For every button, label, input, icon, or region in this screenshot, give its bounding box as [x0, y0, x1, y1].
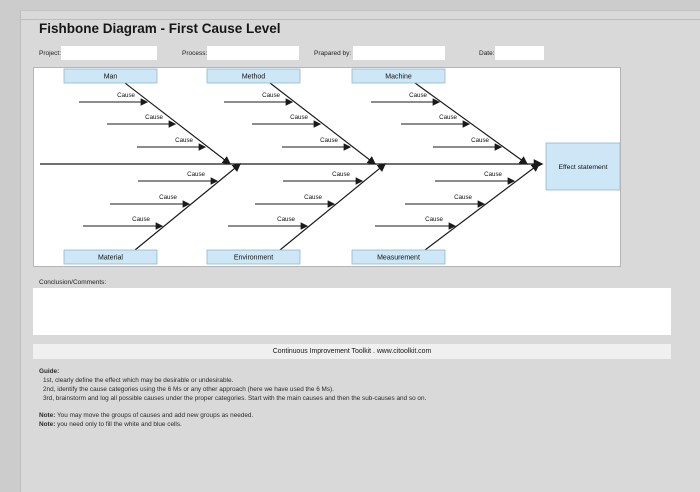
- man-cause-label-1: Cause: [117, 92, 135, 99]
- guide-step-2: 2nd, identify the cause categories using…: [43, 386, 334, 393]
- machine-cause-label-1: Cause: [409, 92, 427, 99]
- effect-label: Effect statement: [559, 164, 608, 171]
- footer-credit: Continuous Improvement Toolkit . www.cit…: [33, 344, 671, 359]
- machine-cause-label-3: Cause: [471, 137, 489, 144]
- conclusion-label: Conclusion/Comments:: [39, 279, 107, 286]
- guide-step-3: 3rd, brainstorm and log all possible cau…: [43, 395, 427, 402]
- measurement-rect: [351, 249, 446, 265]
- machine-bone: [414, 82, 529, 165]
- date-label: Date:: [479, 50, 495, 57]
- method-bone: [269, 82, 377, 165]
- prepared-by-label: Prapared by:: [314, 50, 352, 57]
- note-1: Note: You may move the groups of causes …: [39, 411, 253, 420]
- environment-rect: [206, 249, 301, 265]
- machine-label: Machine: [385, 74, 412, 81]
- man-cause-label-3: Cause: [175, 137, 193, 144]
- material-cause-label-2: Cause: [159, 194, 177, 201]
- category-box-measurement[interactable]: Measurement: [351, 249, 446, 265]
- fishbone-diagram: Effect statement Man Method Machine: [33, 67, 621, 267]
- project-label: Project:: [39, 50, 62, 57]
- page-title: Fishbone Diagram - First Cause Level: [39, 21, 281, 36]
- measurement-cause-label-3: Cause: [425, 216, 443, 223]
- category-box-machine[interactable]: Machine: [351, 68, 446, 84]
- method-cause-label-1: Cause: [262, 92, 280, 99]
- material-cause-label-1: Cause: [187, 171, 205, 178]
- man-label: Man: [104, 74, 118, 81]
- environment-label: Environment: [234, 255, 273, 262]
- guide-heading: Guide:: [39, 368, 60, 375]
- measurement-cause-label-2: Cause: [454, 194, 472, 201]
- material-rect: [63, 249, 158, 265]
- prepared-by-input[interactable]: [353, 46, 445, 60]
- notes-section: Note: You may move the groups of causes …: [39, 411, 253, 429]
- man-cause-label-2: Cause: [145, 114, 163, 121]
- machine-cause-label-2: Cause: [439, 114, 457, 121]
- project-input[interactable]: [61, 46, 157, 60]
- note-2: Note: you need only to fill the white an…: [39, 420, 253, 429]
- method-cause-label-3: Cause: [320, 137, 338, 144]
- effect-statement-box[interactable]: Effect statement: [545, 142, 620, 191]
- method-rect: [206, 68, 301, 84]
- measurement-bone: [424, 163, 541, 251]
- material-cause-label-3: Cause: [132, 216, 150, 223]
- environment-cause-label-1: Cause: [332, 171, 350, 178]
- environment-cause-label-2: Cause: [304, 194, 322, 201]
- machine-rect: [351, 68, 446, 84]
- category-box-man[interactable]: Man: [63, 68, 158, 84]
- method-label: Method: [242, 74, 265, 81]
- measurement-label: Measurement: [377, 255, 420, 262]
- fishbone-svg: Effect statement Man Method Machine: [40, 68, 620, 265]
- category-box-material[interactable]: Material: [63, 249, 158, 265]
- note-1-text: You may move the groups of causes and ad…: [55, 412, 254, 419]
- conclusion-input[interactable]: [33, 288, 671, 335]
- top-gridline: [21, 19, 700, 20]
- worksheet-page: Fishbone Diagram - First Cause Level Pro…: [20, 10, 700, 492]
- measurement-cause-label-1: Cause: [484, 171, 502, 178]
- guide-section: Guide: 1st, clearly define the effect wh…: [39, 367, 426, 403]
- man-rect: [63, 68, 158, 84]
- method-cause-label-2: Cause: [290, 114, 308, 121]
- process-input[interactable]: [207, 46, 299, 60]
- material-label: Material: [98, 255, 123, 262]
- guide-step-1: 1st, clearly define the effect which may…: [43, 377, 234, 384]
- environment-cause-label-3: Cause: [277, 216, 295, 223]
- note-1-prefix: Note:: [39, 412, 56, 419]
- date-input[interactable]: [495, 46, 544, 60]
- category-box-environment[interactable]: Environment: [206, 249, 301, 265]
- category-box-method[interactable]: Method: [206, 68, 301, 84]
- man-bone: [124, 82, 232, 165]
- effect-rect: [545, 142, 620, 191]
- note-2-prefix: Note:: [39, 421, 56, 428]
- note-2-text: you need only to fill the white and blue…: [55, 421, 182, 428]
- process-label: Process:: [182, 50, 208, 57]
